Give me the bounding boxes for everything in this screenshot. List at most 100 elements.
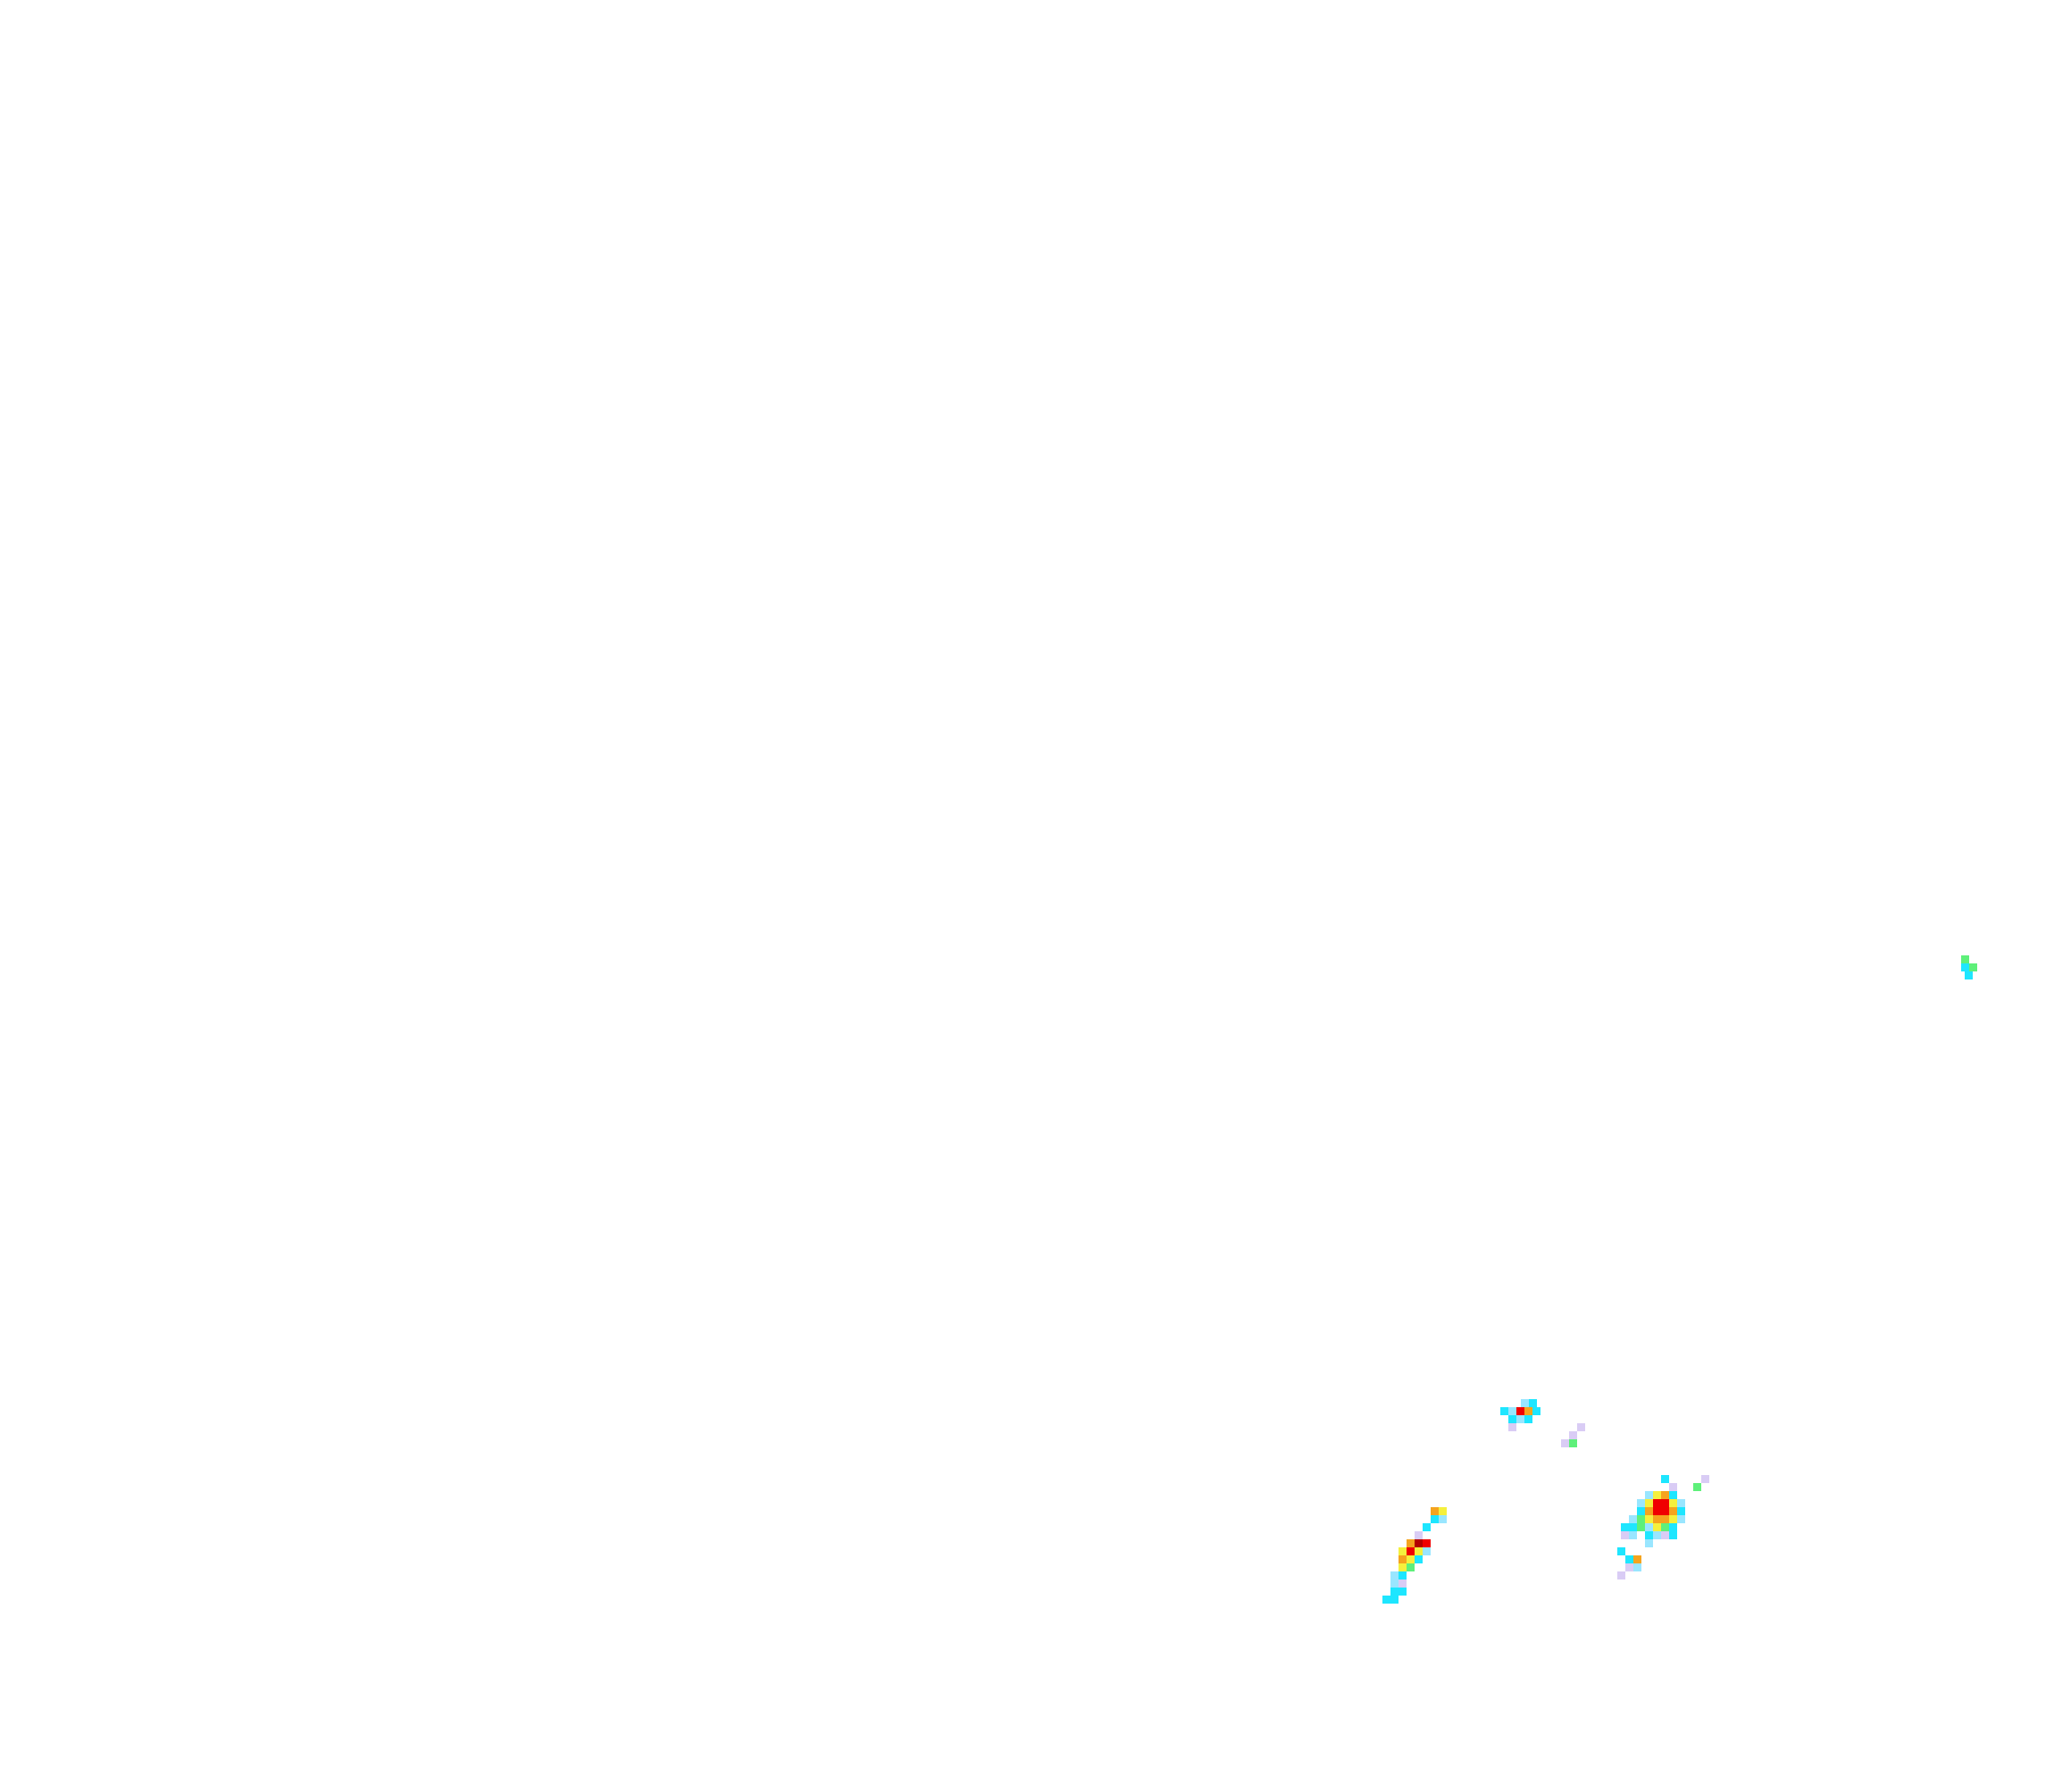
echo-pixel-yellow — [1653, 1523, 1661, 1531]
echo-pixel-light-cyan — [1629, 1515, 1637, 1523]
echo-pixel-green — [1407, 1563, 1415, 1571]
echo-pixel-red — [1423, 1539, 1431, 1547]
echo-pixel-cyan — [1661, 1475, 1669, 1483]
echo-pixel-light-cyan — [1423, 1547, 1431, 1555]
echo-pixel-light-cyan — [1516, 1415, 1524, 1423]
echo-pixel-red — [1653, 1507, 1661, 1515]
echo-east-main — [1621, 1475, 1709, 1547]
echo-pixel-cyan — [1532, 1407, 1540, 1415]
echo-pixel-cyan — [1645, 1531, 1653, 1539]
echo-pixel-cyan — [1965, 971, 1973, 979]
echo-pixel-light-cyan — [1521, 1399, 1529, 1407]
echo-pixel-light-cyan — [1390, 1579, 1399, 1588]
echo-pixel-lavender — [1508, 1423, 1516, 1431]
echo-pixel-orange — [1524, 1407, 1532, 1415]
echo-pixel-lavender — [1617, 1571, 1625, 1579]
echo-pixel-cyan — [1431, 1515, 1439, 1523]
echo-pixel-light-cyan — [1439, 1515, 1447, 1523]
echo-pixel-cyan — [1524, 1415, 1532, 1423]
echo-pixel-orange — [1431, 1507, 1439, 1515]
echo-pixel-yellow — [1407, 1555, 1415, 1563]
echo-pixel-green — [1637, 1515, 1645, 1523]
echo-pixel-red — [1653, 1499, 1661, 1507]
echo-pixel-yellow — [1399, 1547, 1407, 1555]
echo-pixel-orange — [1633, 1555, 1641, 1563]
echo-pixel-cyan — [1529, 1399, 1537, 1407]
echo-pixel-orange — [1653, 1515, 1661, 1523]
echo-pixel-lavender — [1621, 1531, 1629, 1539]
echo-pixel-red — [1661, 1499, 1669, 1507]
echo-pixel-cyan — [1637, 1507, 1645, 1515]
echo-pixel-cyan — [1500, 1407, 1508, 1415]
echo-pixel-yellow — [1669, 1499, 1677, 1507]
echo-pixel-lavender — [1399, 1579, 1407, 1588]
echo-pixel-light-cyan — [1390, 1571, 1399, 1579]
echo-pixel-cyan — [1415, 1555, 1423, 1563]
echo-pixel-cyan — [1677, 1507, 1685, 1515]
echo-pixel-lavender — [1415, 1531, 1423, 1539]
echo-cells-layer — [1382, 955, 1977, 1604]
echo-pixel-orange — [1645, 1507, 1653, 1515]
echo-pixel-cyan — [1629, 1523, 1637, 1531]
echo-pixel-green — [1661, 1523, 1669, 1531]
echo-pixel-cyan — [1390, 1596, 1399, 1604]
echo-pixel-cyan — [1669, 1523, 1677, 1531]
echo-pixel-lavender — [1625, 1563, 1633, 1571]
echo-pixel-light-cyan — [1677, 1499, 1685, 1507]
echo-pixel-orange — [1407, 1539, 1415, 1547]
echo-south-small — [1617, 1547, 1641, 1579]
echo-pixel-lavender — [1569, 1431, 1577, 1439]
echo-pixel-orange — [1669, 1507, 1677, 1515]
echo-pixel-cyan — [1423, 1523, 1431, 1531]
echo-pixel-orange — [1661, 1515, 1669, 1523]
echo-pixel-light-cyan — [1637, 1499, 1645, 1507]
echo-pixel-light-cyan — [1645, 1523, 1653, 1531]
echo-small-central — [1561, 1423, 1585, 1447]
echo-pixel-yellow — [1399, 1563, 1407, 1571]
echo-pixel-cyan — [1390, 1588, 1399, 1596]
echo-pixel-orange — [1399, 1555, 1407, 1563]
echo-pixel-green — [1637, 1523, 1645, 1531]
echo-pixel-light-cyan — [1629, 1531, 1637, 1539]
echo-pixel-light-cyan — [1677, 1515, 1685, 1523]
echo-pixel-light-cyan — [1508, 1407, 1516, 1415]
echo-pixel-yellow — [1645, 1499, 1653, 1507]
echo-pixel-green — [1569, 1439, 1577, 1447]
echo-pixel-yellow — [1645, 1515, 1653, 1523]
echo-pixel-lavender — [1661, 1531, 1669, 1539]
echo-pixel-cyan — [1621, 1523, 1629, 1531]
echo-pixel-lavender — [1577, 1423, 1585, 1431]
echo-pixel-cyan — [1961, 963, 1969, 971]
echo-pixel-red — [1516, 1407, 1524, 1415]
echo-pixel-lavender — [1561, 1439, 1569, 1447]
echo-pixel-lavender — [1701, 1475, 1709, 1483]
echo-pixel-cyan — [1669, 1491, 1677, 1499]
echo-pixel-cyan — [1625, 1555, 1633, 1563]
echo-pixel-cyan — [1508, 1415, 1516, 1423]
echo-pixel-cyan — [1399, 1571, 1407, 1579]
echo-pixel-cyan — [1399, 1588, 1407, 1596]
echo-pixel-light-cyan — [1645, 1539, 1653, 1547]
echo-pixel-light-cyan — [1633, 1563, 1641, 1571]
echo-pixel-green — [1961, 955, 1969, 963]
echo-pixel-red — [1407, 1547, 1415, 1555]
echo-pixel-yellow — [1653, 1491, 1661, 1499]
echo-pixel-yellow — [1439, 1507, 1447, 1515]
echo-far-east — [1961, 955, 1977, 979]
echo-pixel-lavender — [1669, 1483, 1677, 1491]
echo-pixel-cyan — [1382, 1596, 1390, 1604]
echo-pixel-cyan — [1617, 1547, 1625, 1555]
echo-pixel-red — [1661, 1507, 1669, 1515]
echo-pixel-dark-red — [1415, 1539, 1423, 1547]
echo-southwest-band — [1382, 1507, 1447, 1604]
echo-pixel-green — [1969, 963, 1977, 971]
echo-pixel-orange — [1661, 1491, 1669, 1499]
echo-pixel-light-cyan — [1645, 1491, 1653, 1499]
echo-pixel-light-cyan — [1653, 1531, 1661, 1539]
echo-pixel-cyan — [1669, 1531, 1677, 1539]
echo-pixel-yellow — [1415, 1547, 1423, 1555]
echo-north-central — [1500, 1399, 1540, 1431]
echo-pixel-yellow — [1669, 1515, 1677, 1523]
